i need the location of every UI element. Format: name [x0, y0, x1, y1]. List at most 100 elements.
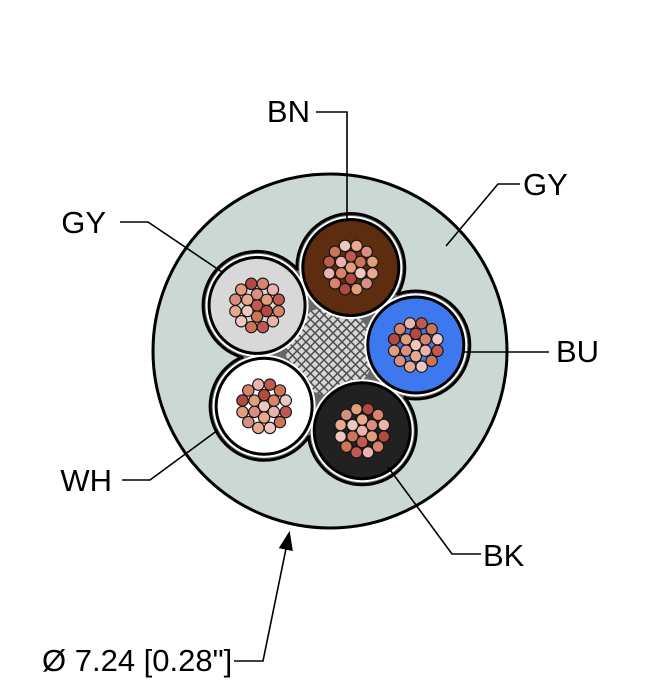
copper-strand [256, 277, 270, 291]
label-bk: BK [483, 538, 525, 573]
copper-strand [248, 405, 261, 419]
copper-strand [250, 310, 264, 323]
copper-strand [250, 287, 264, 301]
copper-strand [393, 354, 407, 368]
copper-strand [387, 344, 401, 358]
copper-strand [419, 333, 432, 346]
copper-strand [266, 315, 280, 328]
copper-strand [245, 320, 258, 334]
copper-strand [377, 418, 391, 432]
copper-strand [236, 405, 249, 419]
copper-strand [245, 277, 258, 291]
copper-strand [334, 430, 347, 443]
copper-strand [350, 282, 363, 296]
copper-strand [252, 421, 265, 435]
copper-strand [360, 245, 373, 258]
copper-strand [344, 272, 358, 286]
leader-bk [387, 466, 481, 555]
copper-strand [366, 267, 379, 280]
leader-diameter-arrow [234, 530, 293, 662]
copper-strand [242, 384, 255, 397]
copper-strand [350, 446, 363, 459]
copper-strand [263, 378, 277, 391]
copper-strand [229, 304, 242, 318]
copper-strand [340, 408, 353, 422]
copper-strand [260, 304, 274, 318]
copper-strand [263, 421, 277, 435]
copper-strand [419, 344, 432, 357]
copper-strand [234, 315, 248, 328]
label-bn: BN [267, 94, 310, 129]
copper-strand [229, 293, 242, 306]
copper-strand [279, 394, 293, 407]
copper-strand [354, 255, 367, 269]
copper-strand [415, 360, 428, 373]
copper-strand [272, 304, 285, 318]
copper-strand [242, 415, 255, 429]
copper-strand [267, 405, 281, 419]
copper-strand [361, 446, 375, 459]
copper-strand [236, 394, 249, 407]
leader-gy-jacket [445, 183, 520, 247]
copper-strand [366, 255, 379, 269]
copper-strand [234, 283, 248, 296]
copper-strand [431, 344, 444, 358]
copper-strand [267, 394, 281, 407]
labels: BN GY GY BU WH BK Ø 7.24 [0.28"] [42, 94, 599, 678]
copper-strand [279, 405, 293, 419]
leader-gy-core [120, 221, 223, 273]
copper-strand [371, 408, 385, 422]
center-filler-hatch [286, 307, 374, 395]
copper-strand [415, 317, 428, 330]
copper-strand [354, 266, 367, 280]
copper-strand [273, 415, 287, 429]
copper-strand [273, 384, 287, 397]
copper-strand [403, 360, 417, 373]
copper-strand [328, 245, 342, 258]
copper-strand [387, 332, 401, 346]
copper-strand [355, 435, 369, 449]
copper-strand [431, 332, 444, 346]
copper-strand [334, 266, 348, 280]
copper-strand [344, 250, 358, 263]
label-wh: WH [60, 463, 112, 498]
copper-strand [360, 277, 373, 290]
copper-strand [334, 418, 347, 432]
copper-strand [252, 378, 265, 391]
copper-strand [322, 255, 336, 269]
leader-bn [316, 111, 348, 220]
copper-strand [272, 293, 285, 306]
leader-lines [120, 111, 549, 662]
copper-strand [257, 411, 271, 424]
copper-strand [361, 402, 375, 416]
copper-strand [346, 430, 359, 443]
copper-strand [355, 413, 369, 426]
copper-strand [256, 320, 270, 334]
copper-strand [403, 317, 417, 330]
copper-strand [260, 293, 274, 307]
copper-strand [257, 388, 271, 402]
copper-strand [371, 440, 385, 453]
copper-strand [365, 430, 379, 443]
label-gy-core: GY [61, 205, 106, 240]
copper-strand [350, 402, 363, 416]
leader-wh [122, 429, 219, 481]
label-gy-jacket: GY [523, 167, 568, 202]
copper-strand [377, 430, 391, 443]
copper-strand [266, 283, 280, 296]
copper-strand [338, 239, 352, 253]
label-diameter: Ø 7.24 [0.28"] [42, 643, 232, 678]
copper-strand [425, 322, 438, 336]
copper-strand [338, 282, 352, 296]
copper-strand [322, 267, 336, 280]
copper-strand [340, 440, 353, 453]
copper-strand [399, 344, 413, 357]
copper-strand [350, 239, 363, 253]
copper-strand [409, 327, 423, 341]
conductor-bundle [201, 212, 472, 487]
copper-strand [241, 304, 254, 318]
copper-strand [328, 277, 342, 290]
copper-strand [425, 354, 438, 368]
